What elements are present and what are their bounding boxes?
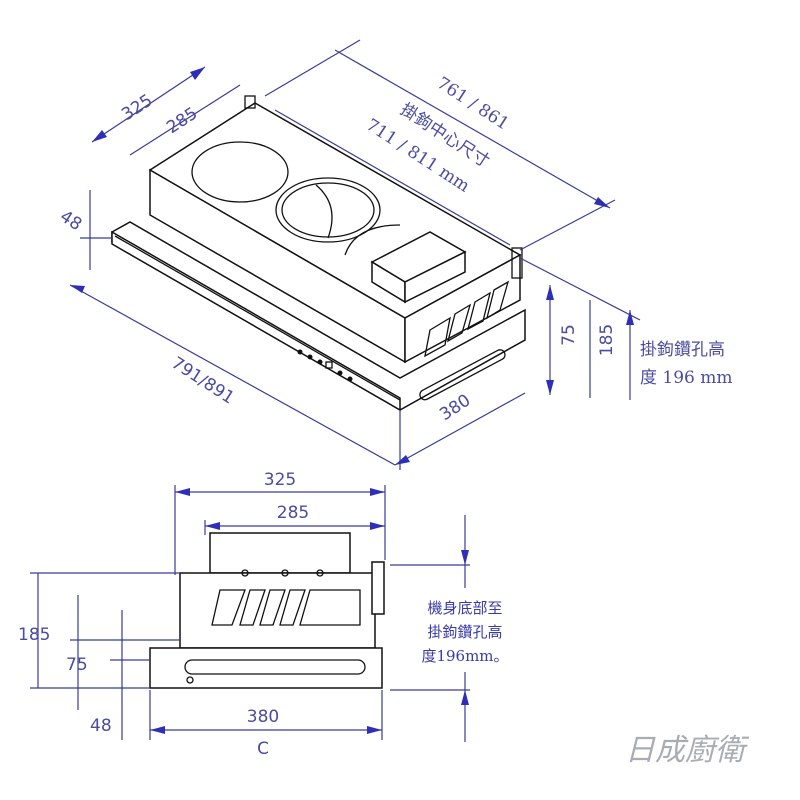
side-height-total-label: 185: [18, 625, 50, 645]
brand-watermark: 日成廚衛: [625, 733, 750, 768]
side-depth-bottom-label: 380: [247, 707, 279, 727]
iso-control-panel: [297, 349, 353, 382]
iso-upper-front: [404, 253, 521, 364]
side-note-line2: 掛鉤鑽孔高: [427, 623, 502, 641]
side-vent-slot: [211, 589, 246, 626]
side-front-height-label: 48: [90, 716, 112, 736]
iso-dimension-lines: [69, 39, 641, 470]
side-note-line1: 機身底部至: [427, 599, 502, 617]
iso-front-width-label: 791/891: [168, 353, 238, 408]
iso-depth-inner-label: 285: [163, 104, 201, 138]
iso-hood-body: [111, 95, 526, 412]
side-c-label: C: [257, 739, 269, 759]
side-hook-bracket: [371, 561, 385, 615]
side-height-small-label: 75: [66, 655, 88, 675]
side-light-slot: [184, 659, 366, 675]
side-dimension-lines: [30, 485, 470, 742]
iso-hook-hole-note-1: 掛鉤鑽孔高: [640, 340, 725, 360]
iso-fan-opening-1: [191, 141, 289, 203]
side-motor-box: [209, 532, 351, 574]
side-note-line3: 度196mm。: [421, 647, 508, 665]
side-tray: [149, 647, 383, 689]
iso-front-height-label: 48: [56, 207, 85, 236]
side-hood-body: [149, 532, 385, 689]
iso-depth-bottom-label: 380: [436, 391, 474, 425]
iso-fan-opening-2: [275, 177, 381, 243]
iso-vent-slots: [419, 280, 510, 401]
iso-height-total-label: 185: [597, 324, 617, 356]
iso-hook-hole-note-2: 度 196 mm: [640, 368, 733, 388]
side-depth-outer-label: 325: [264, 470, 296, 490]
side-depth-inner-label: 285: [277, 503, 309, 523]
iso-depth-outer-label: 325: [118, 91, 156, 125]
iso-height-small-label: 75: [559, 324, 579, 346]
